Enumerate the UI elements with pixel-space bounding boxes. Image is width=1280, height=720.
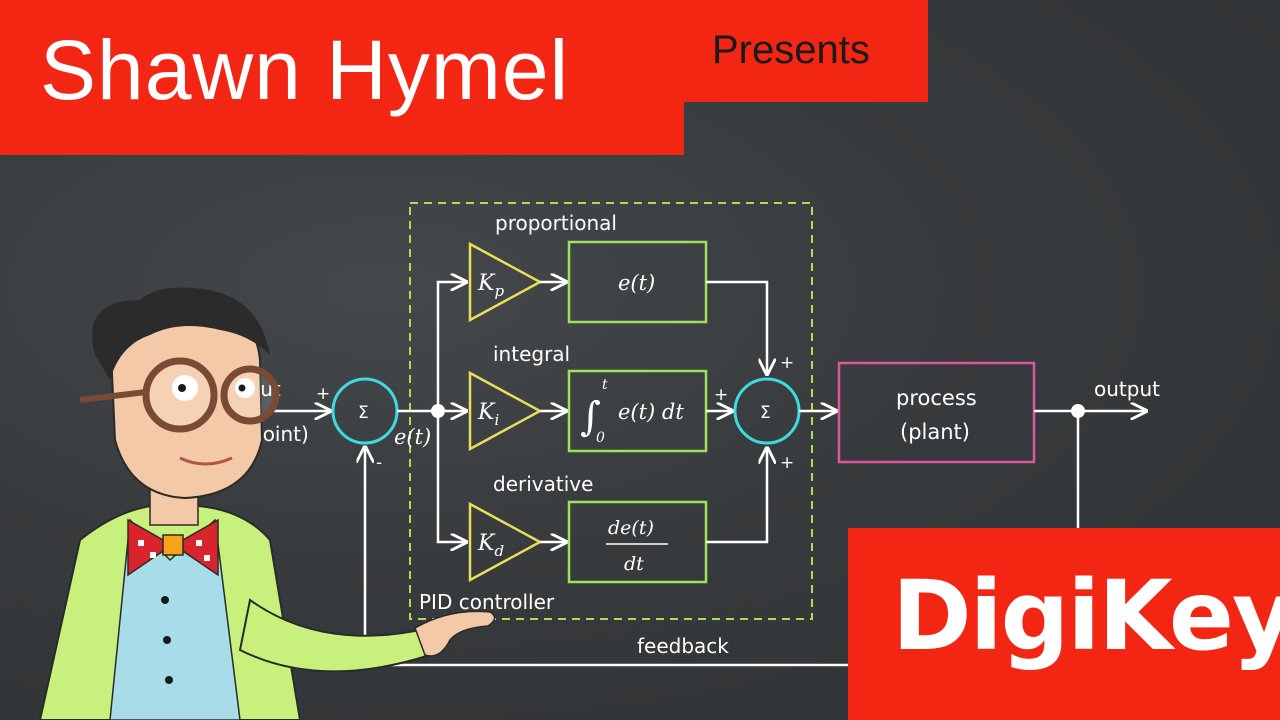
plus-sign-top: + [780,353,794,373]
presenter-pupil-left [178,384,186,392]
shirt-button-3 [165,676,173,684]
bow-tie-dot-4 [204,555,210,561]
integral-upper-limit: t [602,377,608,393]
sum-symbol-2: Σ [760,403,771,423]
process-label-line1: process [896,386,977,410]
term-proportional-text: e(t) [618,271,655,295]
derivative-numerator: de(t) [608,517,654,539]
plus-sign-left: + [714,385,728,405]
sum-symbol-1: Σ [358,403,369,423]
minus-sign-feedback: - [376,453,382,473]
line-proportional-to-sum [706,280,767,374]
digikey-logo-box [848,528,1280,720]
presenter-name: Shawn Hymel [40,23,570,117]
digikey-logo-text: DigiKey [892,560,1280,672]
bow-tie-dot-2 [150,552,156,558]
branch-line-derivative [436,411,466,542]
shirt-button-1 [161,596,169,604]
bow-tie-dot-3 [196,540,202,546]
presenter-hand [414,610,496,657]
title-banner [0,0,684,155]
process-label-line2: (plant) [900,420,970,444]
label-proportional: proportional [495,211,617,235]
error-label: e(t) [394,425,431,449]
bow-tie [127,518,219,577]
gain-ki: Ki [477,400,499,429]
feedback-label: feedback [637,634,729,658]
gain-triangle-derivative [468,501,543,583]
derivative-denominator: dt [624,553,644,575]
presenter-hair [92,287,270,380]
presenter-pupil-right [238,384,246,392]
bow-tie-knot [162,534,184,556]
process-box [837,361,1036,464]
presenter-arm [238,598,432,673]
shirt-button-2 [163,636,171,644]
branch-line-proportional [436,282,466,411]
label-integral: integral [493,342,570,366]
presents-label: Presents [712,28,870,72]
line-derivative-to-sum [706,448,767,544]
presents-banner [684,0,928,102]
plus-sign-setpoint: + [316,384,330,404]
gain-triangle-integral [468,370,543,452]
gain-kp: Kp [477,271,504,300]
presenter-mouth [179,456,233,466]
bow-tie-dot-1 [138,540,144,546]
plus-sign-bottom: + [780,453,794,473]
gain-triangle-proportional [468,241,543,323]
integral-lower-limit: 0 [596,430,605,446]
output-label: output [1094,377,1160,401]
glasses-arm [79,389,147,403]
gain-kd: Kd [477,531,504,560]
pid-controller-label: PID controller [419,590,555,614]
integral-sign: ∫ [580,394,601,440]
term-integral-text: e(t) dt [618,400,684,424]
label-derivative: derivative [493,472,593,496]
